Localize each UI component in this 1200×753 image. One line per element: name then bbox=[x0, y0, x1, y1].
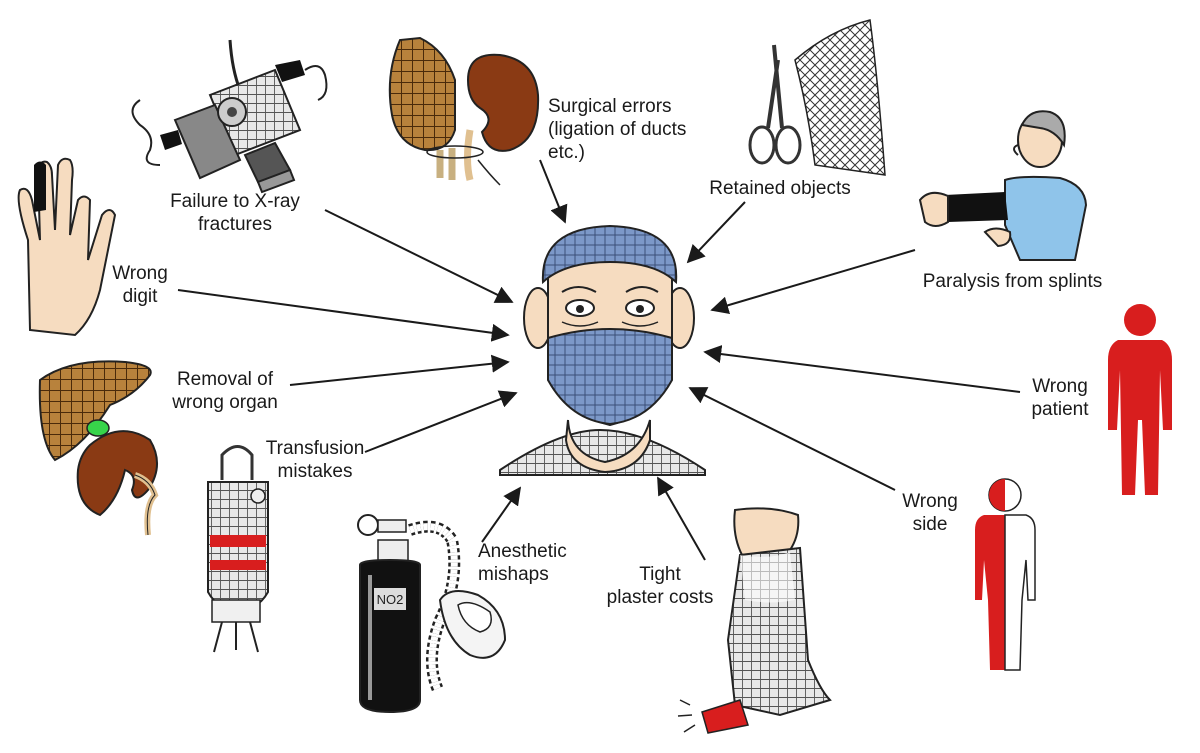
xray-machine-icon bbox=[131, 39, 328, 194]
gas-cylinder-icon: NO2 bbox=[357, 514, 421, 714]
arrow-retained bbox=[686, 201, 746, 264]
kidney-icon bbox=[76, 430, 159, 536]
arrow-transfusion bbox=[364, 390, 518, 453]
arrow-xray bbox=[324, 209, 514, 303]
liver-kidney-ducts-icon bbox=[388, 36, 540, 186]
anesthesia-mask-icon bbox=[408, 520, 507, 693]
label-paralysis: Paralysis from splints bbox=[922, 271, 1103, 292]
liver-organ-icon bbox=[38, 360, 152, 462]
label-patient: Wrong patient bbox=[1031, 376, 1089, 420]
label-plaster: Tight plaster costs bbox=[606, 564, 714, 608]
cylinder-label: NO2 bbox=[377, 592, 404, 607]
red-body-figure-icon bbox=[1108, 304, 1172, 495]
arrow-organ bbox=[289, 354, 510, 386]
gauze-mesh-icon bbox=[794, 19, 886, 176]
label-transfusion: Transfusion mistakes bbox=[265, 438, 365, 482]
label-surgical: Surgical errors (ligation of ducts etc.) bbox=[548, 96, 687, 163]
label-retained: Retained objects bbox=[709, 178, 851, 199]
label-organ: Removal of wrong organ bbox=[172, 369, 278, 413]
blood-bag-icon bbox=[207, 445, 269, 653]
scissors-icon bbox=[748, 44, 802, 165]
arrow-side bbox=[688, 387, 896, 491]
arrow-plaster bbox=[657, 476, 706, 561]
leg-cast-icon bbox=[677, 507, 832, 734]
half-red-body-figure-icon bbox=[975, 478, 1036, 671]
arrow-paralysis bbox=[710, 249, 916, 315]
arrow-digit bbox=[177, 289, 510, 342]
label-side: Wrong side bbox=[902, 491, 958, 535]
arrow-patient bbox=[703, 345, 1021, 393]
arrow-surgical bbox=[539, 159, 568, 224]
label-digit: Wrong digit bbox=[112, 263, 168, 307]
label-anesthetic: Anesthetic mishaps bbox=[478, 541, 567, 585]
patient-arm-splint-icon bbox=[918, 110, 1088, 261]
arrows bbox=[177, 159, 1021, 561]
surgeon-face-icon bbox=[499, 224, 706, 476]
arrow-anesthetic bbox=[481, 486, 522, 543]
hand-icon bbox=[17, 157, 117, 337]
label-xray: Failure to X-ray fractures bbox=[170, 191, 300, 235]
